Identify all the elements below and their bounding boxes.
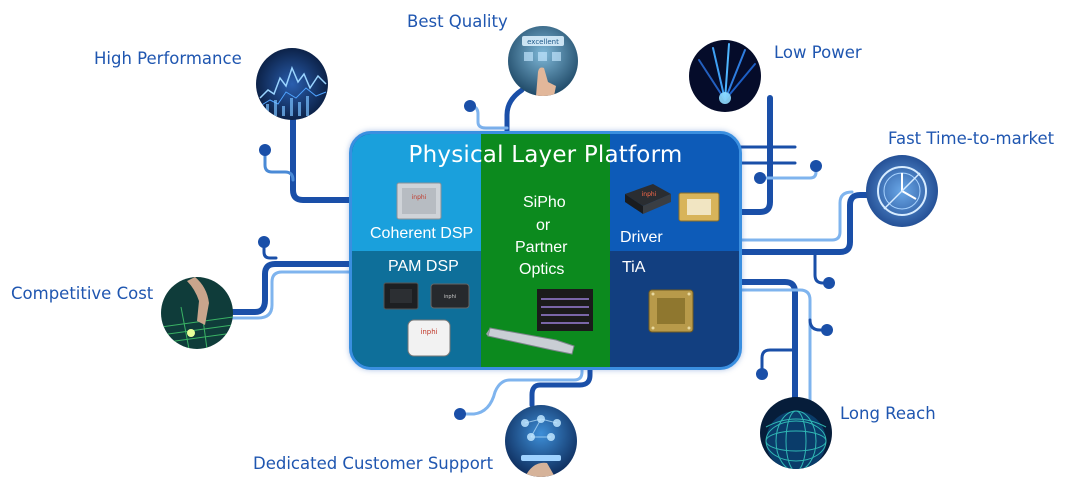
physical-layer-platform: Physical Layer Platform inphi Coherent D… xyxy=(349,131,742,370)
wire-long-reach xyxy=(734,279,798,405)
transceiver-icon xyxy=(486,320,578,360)
dot xyxy=(754,172,766,184)
dot xyxy=(823,277,835,289)
sipho-line-3: Partner xyxy=(515,239,568,256)
sipho-line-2: or xyxy=(536,217,551,234)
wire-long-reach-branch2 xyxy=(760,348,797,374)
wire-customer-support xyxy=(529,359,593,408)
label-long-reach: Long Reach xyxy=(840,404,936,423)
wire-high-performance-branch xyxy=(263,148,295,182)
label-low-power: Low Power xyxy=(774,43,862,62)
coherent-dsp-chip-icon: inphi xyxy=(396,182,442,224)
customer-support-image xyxy=(505,405,577,477)
pam-chip-icon-2: inphi xyxy=(430,283,470,313)
coherent-dsp-label: Coherent DSP xyxy=(370,225,474,242)
dot xyxy=(810,160,822,172)
driver-label: Driver xyxy=(620,229,663,246)
high-performance-image xyxy=(256,48,328,120)
wire-long-reach-branch1 xyxy=(808,318,828,332)
terminal-dots xyxy=(258,100,835,420)
pam-dsp-label: PAM DSP xyxy=(388,258,459,275)
long-reach-image xyxy=(760,397,832,469)
platform-title: Physical Layer Platform xyxy=(408,142,683,168)
label-fast-time-to-market: Fast Time-to-market xyxy=(888,129,1055,148)
optical-module-icon xyxy=(537,289,593,335)
chip-brand-text: inphi xyxy=(444,294,456,300)
wire-fast-time-light xyxy=(735,190,854,242)
pam-chip-icon xyxy=(382,281,420,315)
wire-best-quality xyxy=(504,87,525,135)
driver-chip-icon: inphi xyxy=(623,182,673,220)
wire-low-power xyxy=(734,95,773,215)
chip-brand-text: inphi xyxy=(412,194,427,201)
wire-low-power-branch xyxy=(756,166,818,180)
chip-brand-text: inphi xyxy=(420,328,437,336)
driver-module-icon xyxy=(675,189,723,229)
dot xyxy=(259,144,271,156)
wire-long-reach-light xyxy=(735,288,812,404)
dot xyxy=(821,324,833,336)
wire-fast-time xyxy=(734,192,875,255)
sipho-line-4: Optics xyxy=(519,261,565,278)
sipho-line-1: SiPho xyxy=(523,194,566,211)
competitive-cost-image xyxy=(161,277,233,349)
label-competitive-cost: Competitive Cost xyxy=(11,284,154,303)
wire-customer-support-light xyxy=(460,360,584,416)
label-customer-support: Dedicated Customer Support xyxy=(253,454,494,473)
fast-time-to-market-image xyxy=(866,155,938,227)
tia-label: TiA xyxy=(622,259,646,276)
wire-competitive-cost-branch xyxy=(262,240,278,260)
best-quality-image: excellent xyxy=(508,26,578,96)
dot xyxy=(454,408,466,420)
wire-best-quality-branch xyxy=(468,104,509,130)
label-best-quality: Best Quality xyxy=(407,12,508,31)
dot xyxy=(756,368,768,380)
wire-fast-time-branch xyxy=(813,250,830,285)
low-power-image xyxy=(689,40,761,112)
dot xyxy=(258,236,270,248)
dot xyxy=(464,100,476,112)
chip-brand-text: inphi xyxy=(642,191,657,198)
wire-high-performance xyxy=(290,107,355,203)
wire-competitive-cost xyxy=(230,261,355,315)
pam-chip-icon-3: inphi xyxy=(406,318,452,362)
tia-chip-icon xyxy=(647,288,695,338)
wire-competitive-cost-light xyxy=(231,270,354,320)
excellent-text: excellent xyxy=(527,38,559,46)
label-high-performance: High Performance xyxy=(94,49,242,68)
